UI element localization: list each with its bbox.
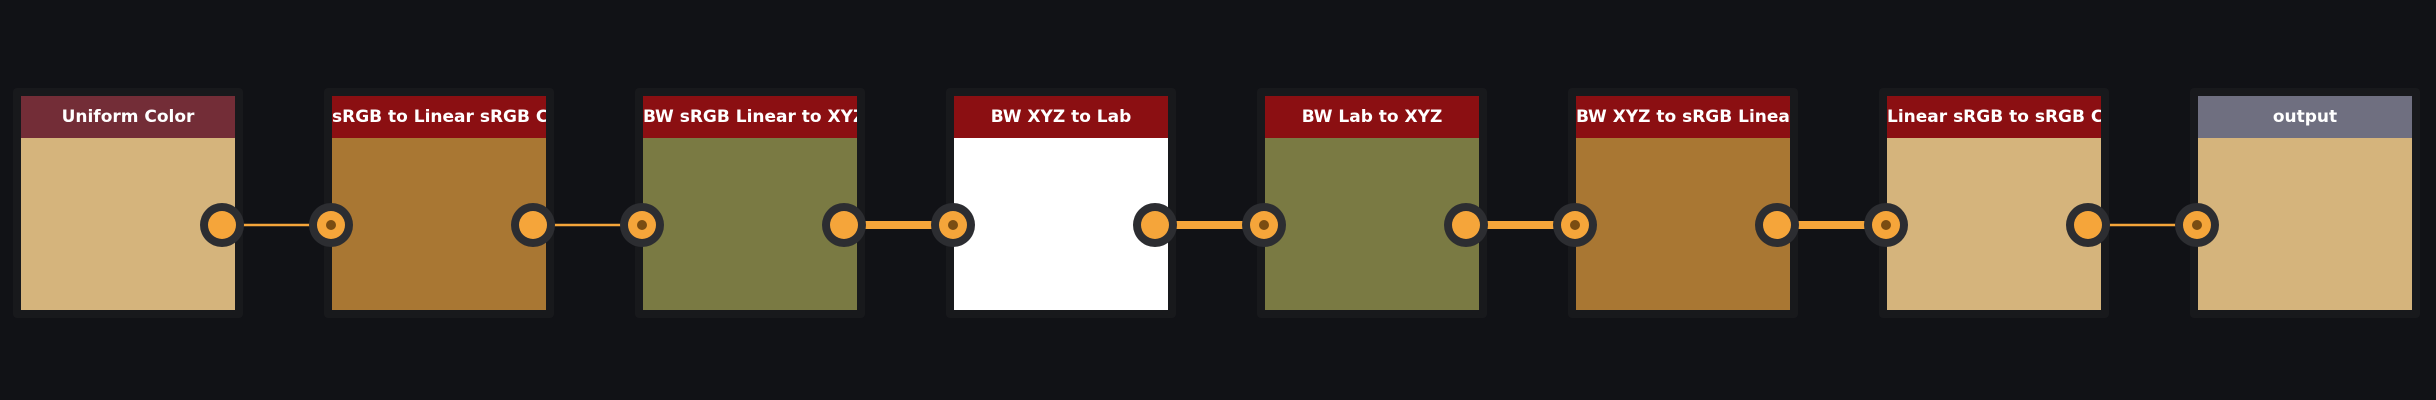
node-linear-srgb-to-srgb[interactable]: Linear sRGB to sRGB Color <box>1879 88 2109 318</box>
socket-dot-icon <box>2183 211 2211 239</box>
output-socket[interactable] <box>2066 203 2110 247</box>
socket-dot-icon <box>208 211 236 239</box>
node-title[interactable]: output <box>2198 96 2412 138</box>
socket-dot-icon <box>317 211 345 239</box>
socket-dot-icon <box>939 211 967 239</box>
node-title[interactable]: BW XYZ to Lab <box>954 96 1168 138</box>
socket-dot-icon <box>1141 211 1169 239</box>
color-preview <box>1887 138 2101 310</box>
socket-dot-icon <box>1452 211 1480 239</box>
socket-dot-icon <box>628 211 656 239</box>
node-bw-srgb-linear-to-xyz[interactable]: BW sRGB Linear to XYZ <box>635 88 865 318</box>
color-preview <box>21 138 235 310</box>
input-socket[interactable] <box>931 203 975 247</box>
output-socket[interactable] <box>200 203 244 247</box>
socket-dot-icon <box>1561 211 1589 239</box>
output-socket[interactable] <box>1755 203 1799 247</box>
output-socket[interactable] <box>822 203 866 247</box>
node-uniform-color[interactable]: Uniform Color <box>13 88 243 318</box>
node-output[interactable]: output <box>2190 88 2420 318</box>
input-socket[interactable] <box>1553 203 1597 247</box>
color-preview <box>954 138 1168 310</box>
node-bw-xyz-to-lab[interactable]: BW XYZ to Lab <box>946 88 1176 318</box>
output-socket[interactable] <box>1444 203 1488 247</box>
socket-dot-icon <box>2074 211 2102 239</box>
node-bw-xyz-to-srgb-linear[interactable]: BW XYZ to sRGB Linear <box>1568 88 1798 318</box>
input-socket[interactable] <box>1242 203 1286 247</box>
color-preview <box>643 138 857 310</box>
socket-dot-icon <box>830 211 858 239</box>
input-socket[interactable] <box>620 203 664 247</box>
socket-dot-icon <box>1763 211 1791 239</box>
input-socket[interactable] <box>1864 203 1908 247</box>
color-preview <box>2198 138 2412 310</box>
node-title[interactable]: sRGB to Linear sRGB Color <box>332 96 546 138</box>
socket-dot-icon <box>519 211 547 239</box>
color-preview <box>1576 138 1790 310</box>
socket-dot-icon <box>1872 211 1900 239</box>
output-socket[interactable] <box>511 203 555 247</box>
node-title[interactable]: BW XYZ to sRGB Linear <box>1576 96 1790 138</box>
node-title[interactable]: Uniform Color <box>21 96 235 138</box>
input-socket[interactable] <box>309 203 353 247</box>
input-socket[interactable] <box>2175 203 2219 247</box>
node-title[interactable]: BW sRGB Linear to XYZ <box>643 96 857 138</box>
node-bw-lab-to-xyz[interactable]: BW Lab to XYZ <box>1257 88 1487 318</box>
socket-dot-icon <box>1250 211 1278 239</box>
output-socket[interactable] <box>1133 203 1177 247</box>
color-preview <box>1265 138 1479 310</box>
color-preview <box>332 138 546 310</box>
node-title[interactable]: Linear sRGB to sRGB Color <box>1887 96 2101 138</box>
node-title[interactable]: BW Lab to XYZ <box>1265 96 1479 138</box>
node-srgb-to-linear[interactable]: sRGB to Linear sRGB Color <box>324 88 554 318</box>
